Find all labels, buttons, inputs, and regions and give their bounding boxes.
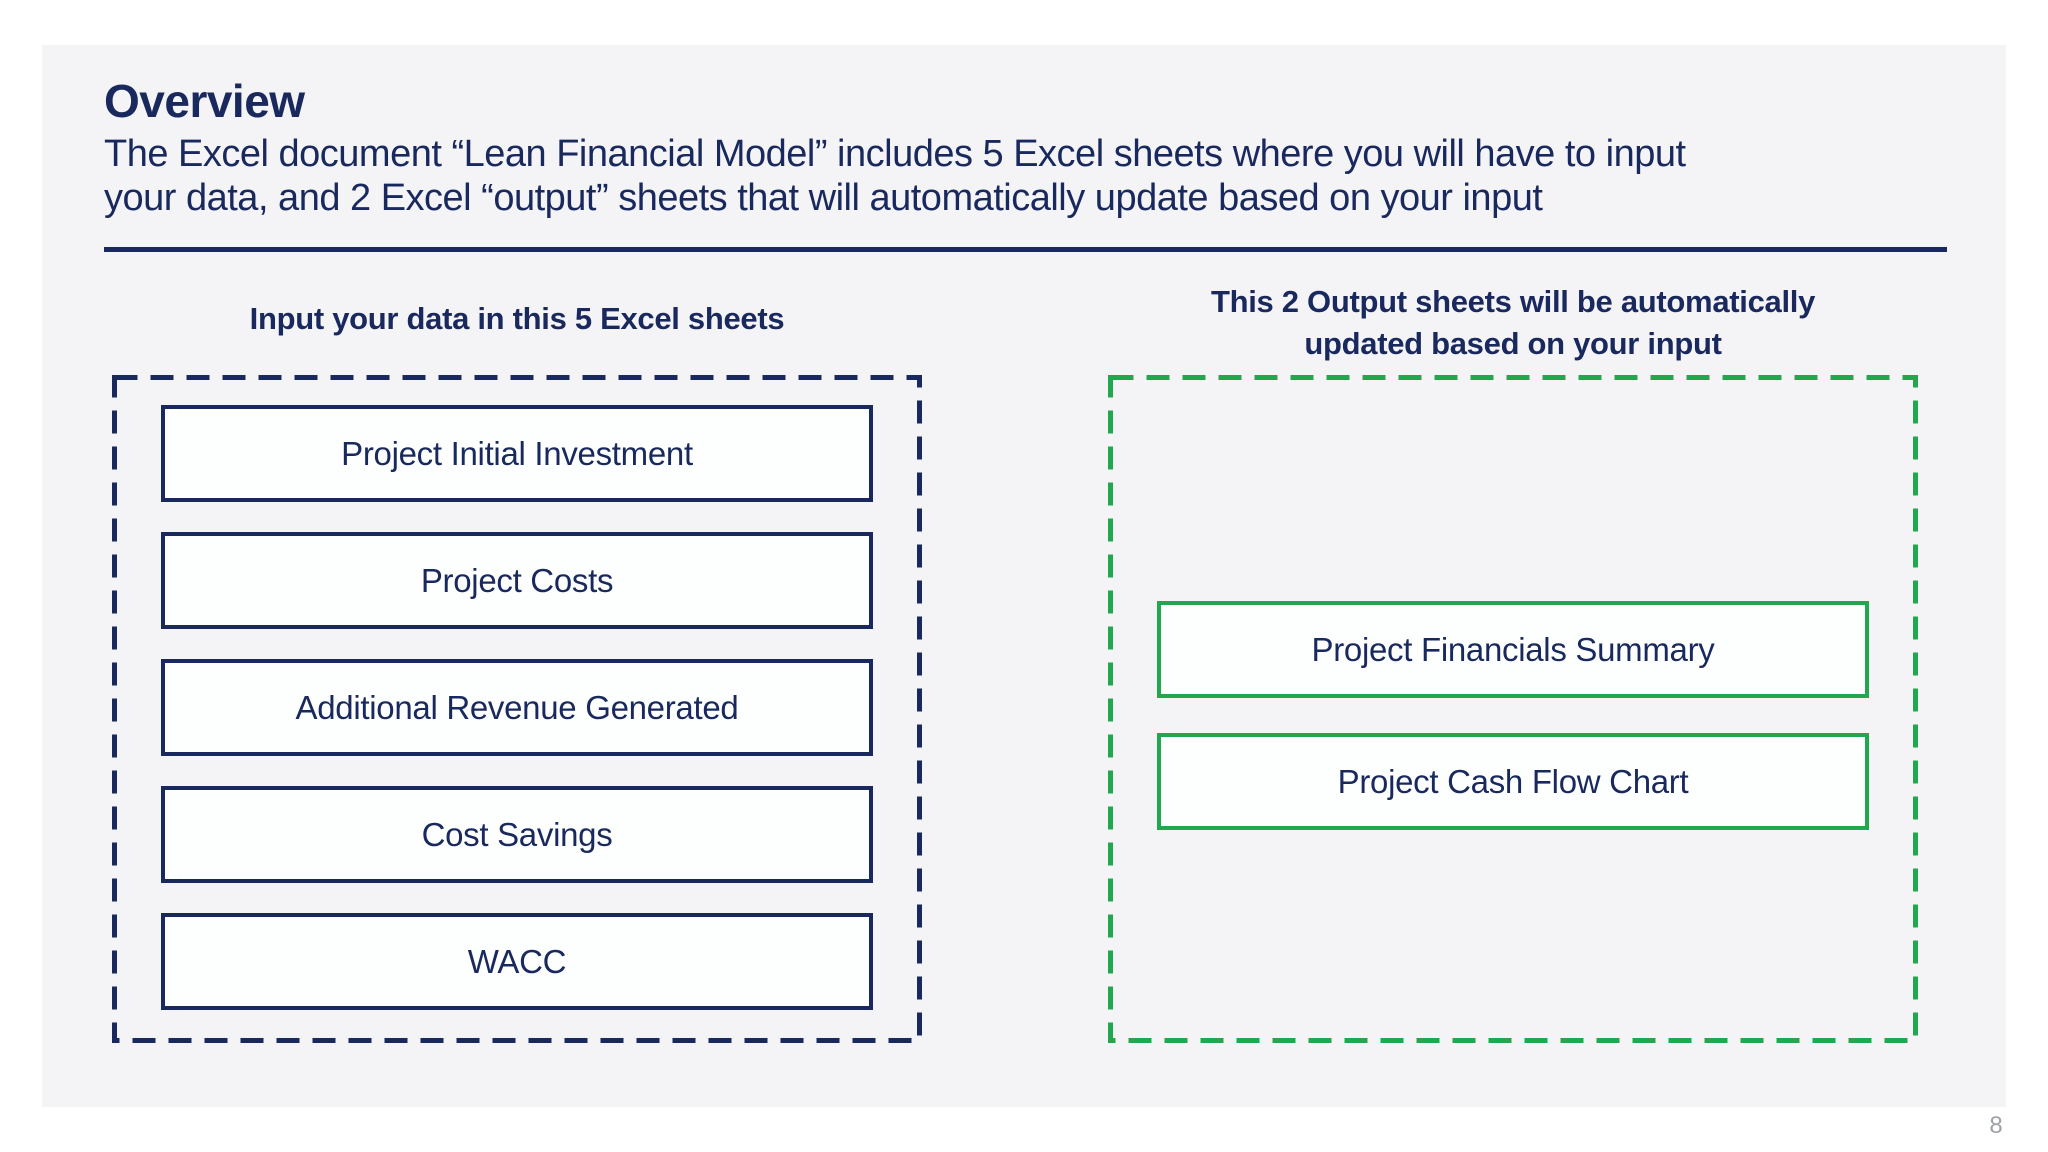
sheet-box-label: Project Cash Flow Chart [1337,762,1689,800]
divider-line [104,247,1947,252]
sheet-box-label: Additional Revenue Generated [295,688,739,726]
sheet-box-label: WACC [467,942,567,980]
page-number: 8 [1989,1112,2003,1139]
green-dashed-border-rect [1108,375,1918,1043]
sheet-box-additional-revenue-generated: Additional Revenue Generated [161,659,873,756]
output-sheets-header: This 2 Output sheets will be automatical… [1108,281,1918,365]
input-sheets-panel: Project Initial Investment Project Costs… [112,375,922,1043]
output-sheets-panel: Project Financials Summary Project Cash … [1108,375,1918,1043]
output-sheets-list: Project Financials Summary Project Cash … [1108,375,1918,1043]
page-title: Overview [104,75,305,127]
sheet-box-label: Project Costs [420,561,614,599]
sheet-box-label: Project Initial Investment [341,434,693,472]
sheet-box-project-costs: Project Costs [161,532,873,629]
slide: Overview The Excel document “Lean Financ… [42,45,2006,1107]
navy-dashed-border [112,375,922,1043]
input-sheets-list: Project Initial Investment Project Costs… [112,375,922,1043]
sheet-box-label: Project Financials Summary [1311,630,1715,668]
navy-dashed-border-rect [112,375,922,1043]
sheet-box-wacc: WACC [161,913,873,1010]
green-dashed-border [1108,375,1918,1043]
sheet-box-cost-savings: Cost Savings [161,786,873,883]
input-sheets-header: Input your data in this 5 Excel sheets [249,301,785,336]
output-sheets-header-line1: This 2 Output sheets will be automatical… [1210,284,1816,319]
sheet-box-project-initial-investment: Project Initial Investment [161,405,873,502]
sheet-box-label: Cost Savings [421,815,613,853]
sheet-box-project-financials-summary: Project Financials Summary [1157,601,1869,698]
page-subtitle-line2: your data, and 2 Excel “output” sheets t… [104,177,1543,219]
output-sheets-header-line2: updated based on your input [1304,326,1722,361]
page-subtitle: The Excel document “Lean Financial Model… [104,132,1686,220]
page-subtitle-line1: The Excel document “Lean Financial Model… [104,133,1686,175]
sheet-box-project-cash-flow-chart: Project Cash Flow Chart [1157,733,1869,830]
